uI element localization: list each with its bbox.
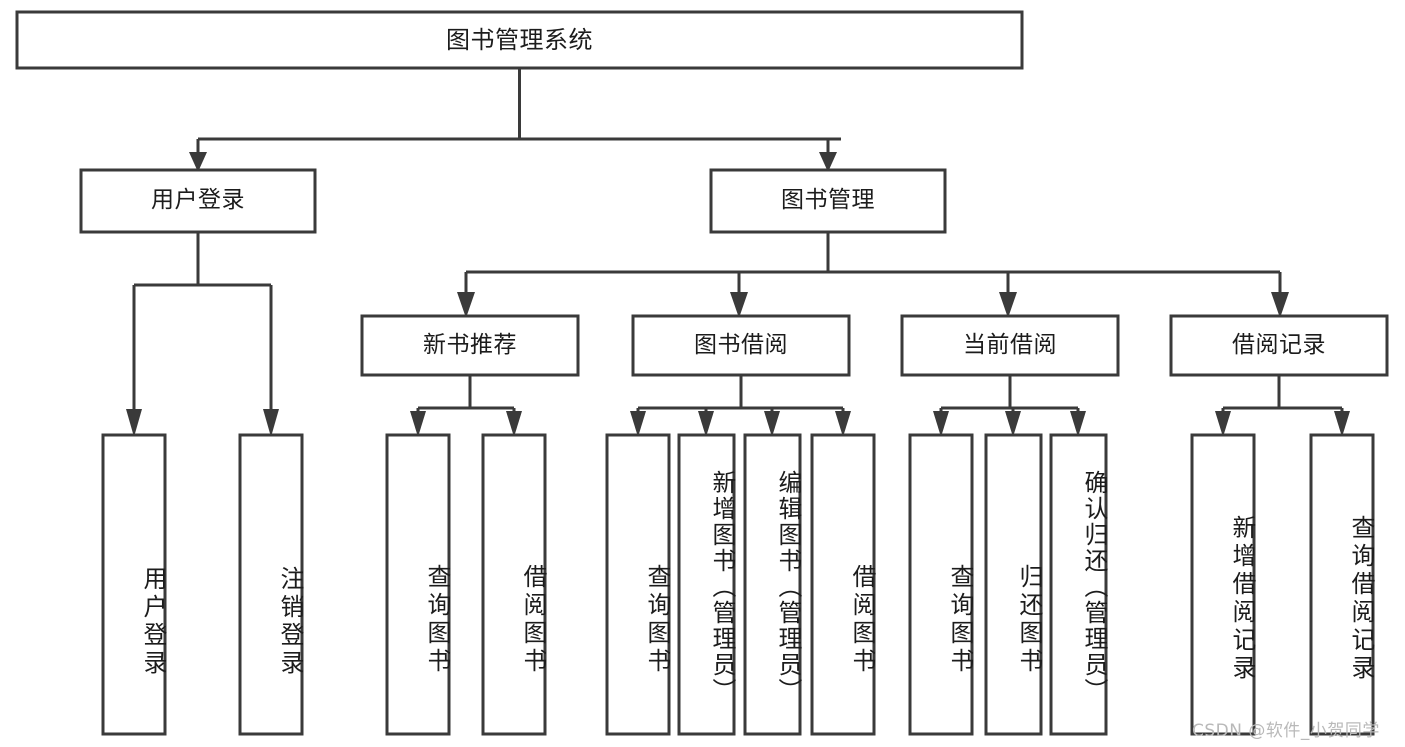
arrowhead-leaf-confirm-return	[1070, 411, 1086, 437]
node-box-layer	[15, 10, 1389, 736]
arrowhead-leaf-add-book	[698, 411, 714, 437]
arrowhead-leaf-user-login	[126, 409, 142, 437]
node-box-user-login[interactable]	[79, 168, 317, 234]
arrowhead-record	[1271, 292, 1289, 318]
arrowhead-leaf-query-book-3	[933, 411, 949, 437]
node-box-leaf-query-book-3[interactable]	[908, 433, 974, 736]
node-box-leaf-query-book-2[interactable]	[605, 433, 671, 736]
node-box-leaf-user-login[interactable]	[101, 433, 167, 736]
arrowhead-leaf-add-record	[1215, 411, 1231, 437]
node-box-leaf-logout[interactable]	[238, 433, 304, 736]
arrowhead-current	[999, 292, 1017, 318]
node-box-leaf-return-book[interactable]	[984, 433, 1043, 736]
arrowhead-layer	[126, 152, 1350, 437]
node-box-leaf-borrow-book-2[interactable]	[810, 433, 876, 736]
node-box-book-manage[interactable]	[709, 168, 947, 234]
node-box-leaf-add-record[interactable]	[1190, 433, 1256, 736]
node-box-book-borrow[interactable]	[631, 314, 851, 377]
arrowhead-leaf-logout	[263, 409, 279, 437]
arrowhead-leaf-query-book-2	[630, 411, 646, 437]
node-box-new-book-recommend[interactable]	[360, 314, 580, 377]
arrowhead-recommend	[457, 292, 475, 318]
node-box-leaf-confirm-return[interactable]	[1049, 433, 1108, 736]
arrowhead-leaf-return-book	[1005, 411, 1021, 437]
node-box-leaf-borrow-book-1[interactable]	[481, 433, 547, 736]
arrowhead-leaf-query-book-1	[410, 411, 426, 437]
node-box-current-borrow[interactable]	[900, 314, 1120, 377]
node-box-root[interactable]	[15, 10, 1024, 70]
node-box-leaf-edit-book[interactable]	[743, 433, 802, 736]
arrowhead-borrow	[730, 292, 748, 318]
arrowhead-leaf-borrow-book-2	[835, 411, 851, 437]
node-box-leaf-query-book-1[interactable]	[385, 433, 451, 736]
arrowhead-book-manage	[819, 152, 837, 172]
arrowhead-leaf-edit-book	[764, 411, 780, 437]
node-box-leaf-add-book[interactable]	[677, 433, 736, 736]
arrowhead-user-login	[189, 152, 207, 172]
arrowhead-leaf-query-record	[1334, 411, 1350, 437]
arrowhead-leaf-borrow-book-1	[506, 411, 522, 437]
node-box-borrow-record[interactable]	[1169, 314, 1389, 377]
node-box-leaf-query-record[interactable]	[1309, 433, 1375, 736]
